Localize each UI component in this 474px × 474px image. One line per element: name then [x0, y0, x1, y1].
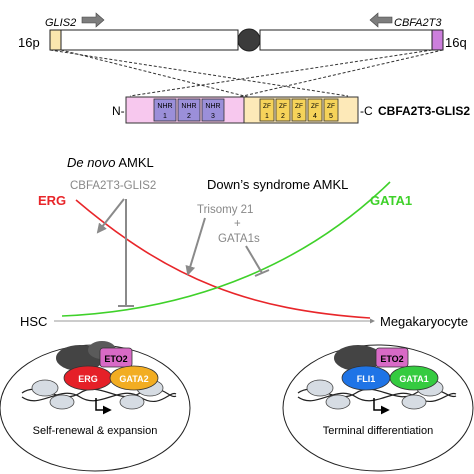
nhr-domains: NHR 1 NHR 2 NHR 3 — [153, 98, 225, 122]
nhr-domain-number-1: 1 — [163, 113, 167, 120]
erg-curve-label: ERG — [38, 193, 66, 208]
hsc-label: HSC — [20, 314, 47, 329]
trisomy-to-erg-arrow — [185, 217, 206, 276]
gata1-curve — [61, 181, 391, 317]
right-transcription-arrow — [373, 398, 390, 415]
nhr-domain-1 — [153, 98, 177, 122]
zf-domain-number-1: 1 — [265, 113, 269, 120]
nhr-domain-number-2: 2 — [187, 113, 191, 120]
left-nucleosome-4 — [119, 394, 145, 410]
zf-domain-label-3: ZF — [295, 103, 303, 110]
chromosome-p-arm — [49, 29, 239, 51]
fusion-protein: N- NHR 1 NHR 2 NHR 3 ZF 1 ZF 2 ZF 3 ZF 4 ZF 5 -C CBFA2… — [112, 96, 470, 124]
left-complex-panel: ETO2 ERG GATA2 Self-renewal & expansion — [0, 341, 191, 472]
fusion-to-erg-arrow — [96, 198, 125, 234]
trisomy-21-label: Trisomy 21 — [197, 204, 253, 216]
megakaryocyte-label: Megakaryocyte — [380, 314, 468, 329]
zf-domain-3 — [291, 98, 307, 122]
cbfa2t3-locus — [431, 29, 444, 51]
zf-domain-2 — [275, 98, 291, 122]
zf-domain-label-2: ZF — [279, 103, 287, 110]
nhr-domain-number-3: 3 — [211, 113, 215, 120]
zf-domain-label-5: ZF — [327, 103, 335, 110]
fusion-driver-label: CBFA2T3-GLIS2 — [70, 180, 156, 192]
arm-16q-label: 16q — [445, 35, 467, 50]
right-dna-strand-2 — [297, 392, 457, 403]
gata1-curve-label: GATA1 — [370, 193, 412, 208]
nhr-domain-label-2: NHR — [181, 103, 196, 110]
right-gata1-label: GATA1 — [399, 374, 428, 384]
zf-domains: ZF 1 ZF 2 ZF 3 ZF 4 ZF 5 — [259, 98, 339, 122]
c-terminus-label: -C — [360, 104, 373, 118]
left-erg-label: ERG — [78, 374, 98, 384]
zf-domain-number-3: 3 — [297, 113, 301, 120]
gata1s-inhibition-bar — [254, 269, 270, 277]
glis2-gene-label: GLIS2 — [45, 17, 76, 29]
zf-domain-5 — [323, 98, 339, 122]
left-transcription-arrow — [95, 398, 112, 415]
left-eto2-label: ETO2 — [104, 354, 127, 364]
gata1s-inhibits-line — [245, 245, 263, 274]
zf-domain-number-4: 4 — [313, 113, 317, 120]
right-nucleosome-4 — [401, 394, 427, 410]
cbfa2t3-gene-label: CBFA2T3 — [394, 17, 442, 29]
right-corepressor-blob — [334, 345, 382, 371]
left-dna-strand-2 — [21, 392, 177, 403]
plus-label: + — [234, 218, 241, 230]
nhr-domain-3 — [201, 98, 225, 122]
right-eto2-protein — [375, 347, 409, 368]
glis2-direction-arrow — [81, 12, 105, 28]
zf-domain-1 — [259, 98, 275, 122]
n-terminus-label: N- — [112, 104, 125, 118]
downs-amkl-label: Down’s syndrome AMKL — [207, 177, 348, 192]
zf-domain-label-4: ZF — [311, 103, 319, 110]
left-nucleosome-1 — [31, 379, 59, 397]
de-novo-amkl-label: De novo AMKL — [67, 155, 154, 170]
cbfa2t3-direction-arrow — [369, 12, 393, 28]
chromosome-q-arm — [259, 29, 444, 51]
nhr-domain-2 — [177, 98, 201, 122]
glis2-locus — [49, 29, 62, 51]
right-eto2-label: ETO2 — [380, 354, 403, 364]
differentiation-curves: De novo AMKL CBFA2T3-GLIS2 Down’s syndro… — [20, 155, 468, 329]
right-gata1-protein — [389, 365, 439, 391]
left-gata2-label: GATA2 — [119, 374, 148, 384]
nhr-domain-label-1: NHR — [157, 103, 172, 110]
right-nucleosome-1 — [306, 379, 334, 397]
arm-16p-label: 16p — [18, 35, 40, 50]
zf-domain-number-5: 5 — [329, 113, 333, 120]
right-complex-outline — [282, 344, 474, 472]
zf-domain-number-2: 2 — [281, 113, 285, 120]
zf-domain-label-1: ZF — [263, 103, 271, 110]
gata1s-label: GATA1s — [218, 233, 260, 245]
nhr-domain-label-3: NHR — [205, 103, 220, 110]
erg-curve — [75, 199, 371, 319]
right-complex-caption: Terminal differentiation — [323, 425, 433, 437]
fusion-name: CBFA2T3-GLIS2 — [378, 104, 470, 118]
left-eto2-protein — [99, 347, 133, 368]
centromere — [237, 28, 261, 52]
left-complex-caption: Self-renewal & expansion — [33, 425, 158, 437]
right-complex-panel: ETO2 FLI1 GATA1 Terminal differentiation — [282, 344, 474, 472]
right-nucleosome-3 — [325, 394, 351, 410]
zf-domain-4 — [307, 98, 323, 122]
left-gata2-protein — [109, 365, 159, 391]
left-nucleosome-3 — [49, 394, 75, 410]
right-fli1-label: FLI1 — [357, 374, 376, 384]
